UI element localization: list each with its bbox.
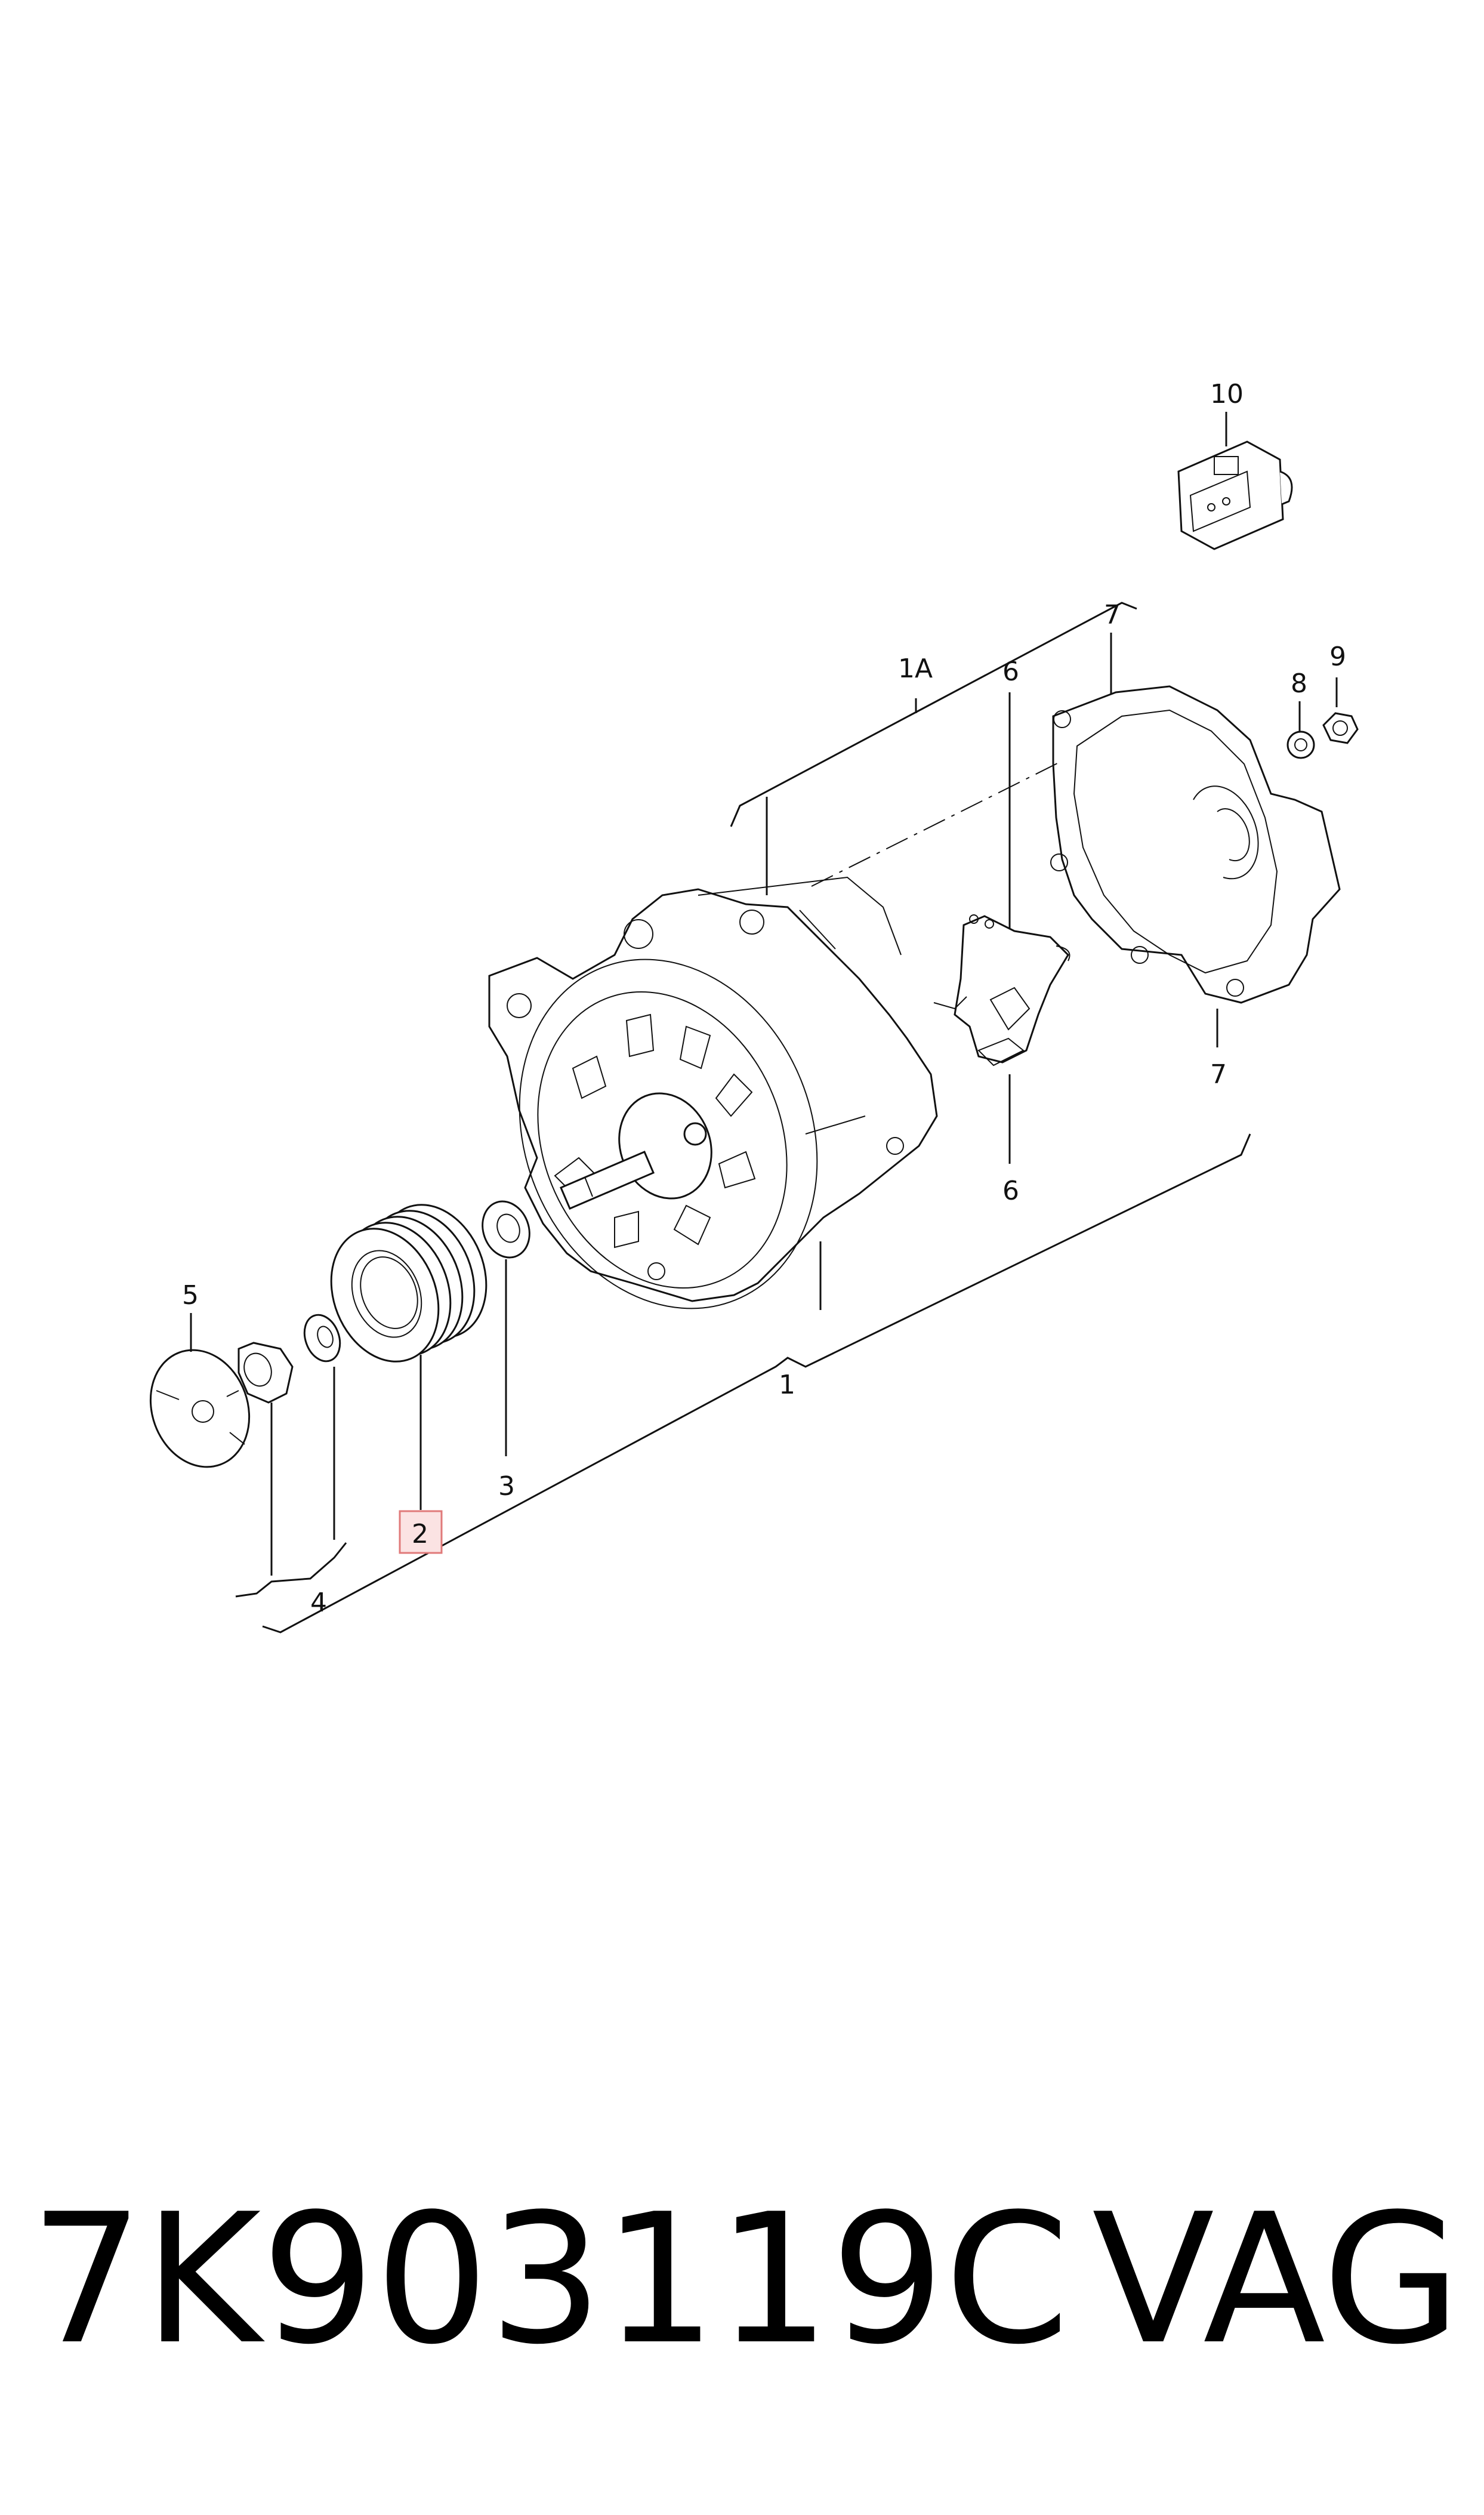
part-number: 7K903119C — [30, 2175, 1070, 2384]
callout-10: 10 — [1210, 379, 1244, 409]
callout-8: 8 — [1291, 668, 1307, 699]
callout-3: 3 — [498, 1471, 515, 1502]
footer: 7K903119C VAG — [30, 2178, 1462, 2381]
freewheel-pulley-part[interactable] — [312, 1189, 505, 1378]
voltage-regulator-part[interactable] — [933, 914, 1070, 1067]
callout-1a: 1A — [898, 654, 933, 684]
connector-plug-part[interactable] — [1177, 440, 1293, 550]
callout-6-bottom: 6 — [1002, 1176, 1019, 1206]
brand-name: VAG — [1092, 2175, 1461, 2384]
callout-4: 4 — [310, 1588, 327, 1618]
lock-washer-part[interactable] — [298, 1310, 346, 1366]
callout-6-top: 6 — [1002, 657, 1019, 687]
callout-5: 5 — [182, 1280, 199, 1311]
protective-cap-part[interactable] — [135, 1336, 266, 1481]
hex-nut-part[interactable] — [237, 1342, 294, 1404]
callout-2[interactable]: 2 — [412, 1519, 428, 1549]
callout-7-top: 7 — [1104, 600, 1121, 630]
spacer-washer-part[interactable] — [475, 1195, 537, 1264]
callout-7-bottom: 7 — [1210, 1059, 1227, 1090]
nut-part[interactable] — [1322, 712, 1359, 744]
callout-2-highlight[interactable] — [399, 1510, 443, 1554]
alternator-body-part[interactable] — [468, 876, 938, 1354]
nut-small-part[interactable] — [1286, 731, 1315, 759]
rear-cover-part[interactable] — [1050, 685, 1341, 1004]
callout-9: 9 — [1329, 642, 1346, 672]
callout-1: 1 — [779, 1370, 795, 1400]
